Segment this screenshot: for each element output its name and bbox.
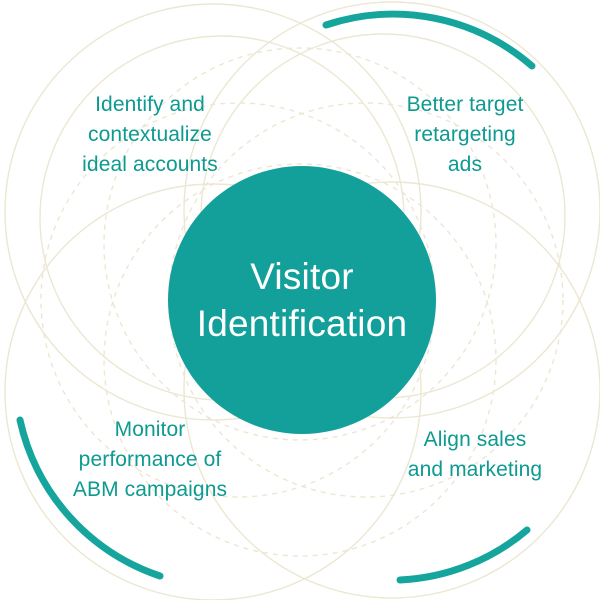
faint-ring-dashed-upper [103,47,497,441]
center-circle-label: Visitor Identification [196,255,408,344]
faint-ring-group [4,1,600,600]
faint-ring-top-left-outer [4,3,422,421]
accent-arc-bottom-right [396,526,531,584]
faint-ring-dashed-lower [103,163,497,557]
accent-arc-top-right [322,10,536,70]
faint-ring-top-right-outer [183,1,600,419]
faint-ring-dashed-right [168,102,564,498]
faint-ring-bottom-right-outer [183,181,600,599]
accent-arc-bottom-left [16,416,164,580]
center-circle: Visitor Identification [168,166,436,434]
accent-arc-group [16,10,536,584]
